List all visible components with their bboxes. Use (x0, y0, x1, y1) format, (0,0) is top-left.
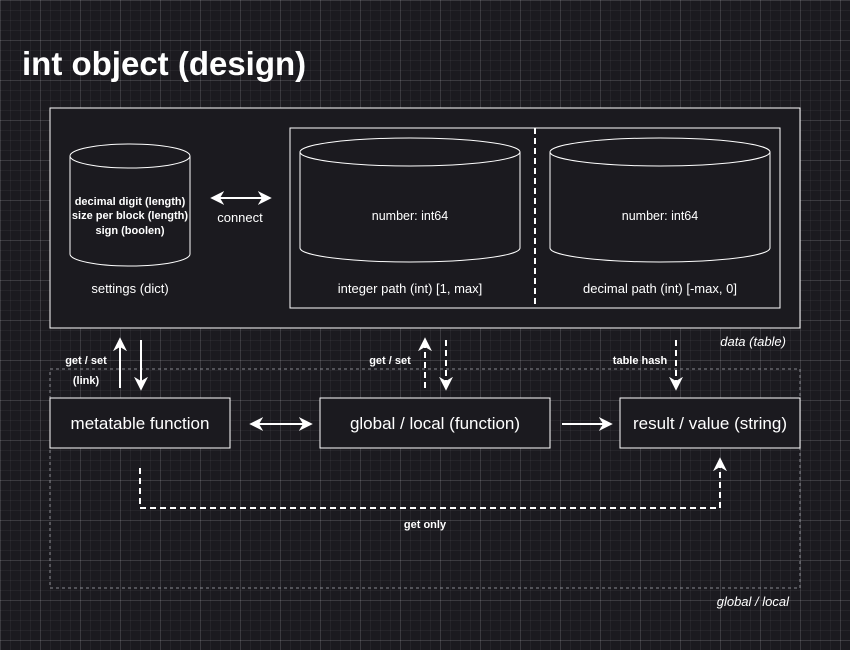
metatable-function-label: metatable function (71, 414, 210, 433)
decimal-path-caption: decimal path (int) [-max, 0] (583, 281, 737, 296)
table-hash-label: table hash (613, 355, 668, 367)
global-local-region-label: global / local (717, 594, 790, 609)
get-set-link-label-2: (link) (73, 375, 100, 387)
page-title: int object (design) (22, 45, 306, 82)
settings-line-3: sign (boolen) (95, 225, 164, 237)
settings-line-2: size per block (length) (72, 210, 188, 222)
integer-path-cylinder: number: int64 (299, 137, 521, 263)
integer-path-caption: integer path (int) [1, max] (338, 281, 483, 296)
result-value-label: result / value (string) (633, 414, 787, 433)
global-local-function-label: global / local (function) (350, 414, 520, 433)
global-local-region (49, 368, 801, 589)
settings-caption: settings (dict) (91, 281, 168, 296)
get-only-label: get only (404, 519, 447, 531)
decimal-path-cylinder: number: int64 (549, 137, 771, 263)
connect-label: connect (217, 210, 263, 225)
settings-cylinder: decimal digit (length) size per block (l… (69, 143, 191, 267)
get-set-link-label-1: get / set (65, 355, 107, 367)
metatable-function-box (49, 397, 231, 449)
settings-line-1: decimal digit (length) (75, 196, 186, 208)
decimal-path-content: number: int64 (622, 209, 698, 223)
data-table-label: data (table) (720, 334, 786, 349)
integer-path-content: number: int64 (372, 209, 448, 223)
get-only-arrow (139, 457, 727, 509)
global-local-function-box (319, 397, 551, 449)
result-value-box (619, 397, 801, 449)
get-set-label: get / set (369, 355, 411, 367)
